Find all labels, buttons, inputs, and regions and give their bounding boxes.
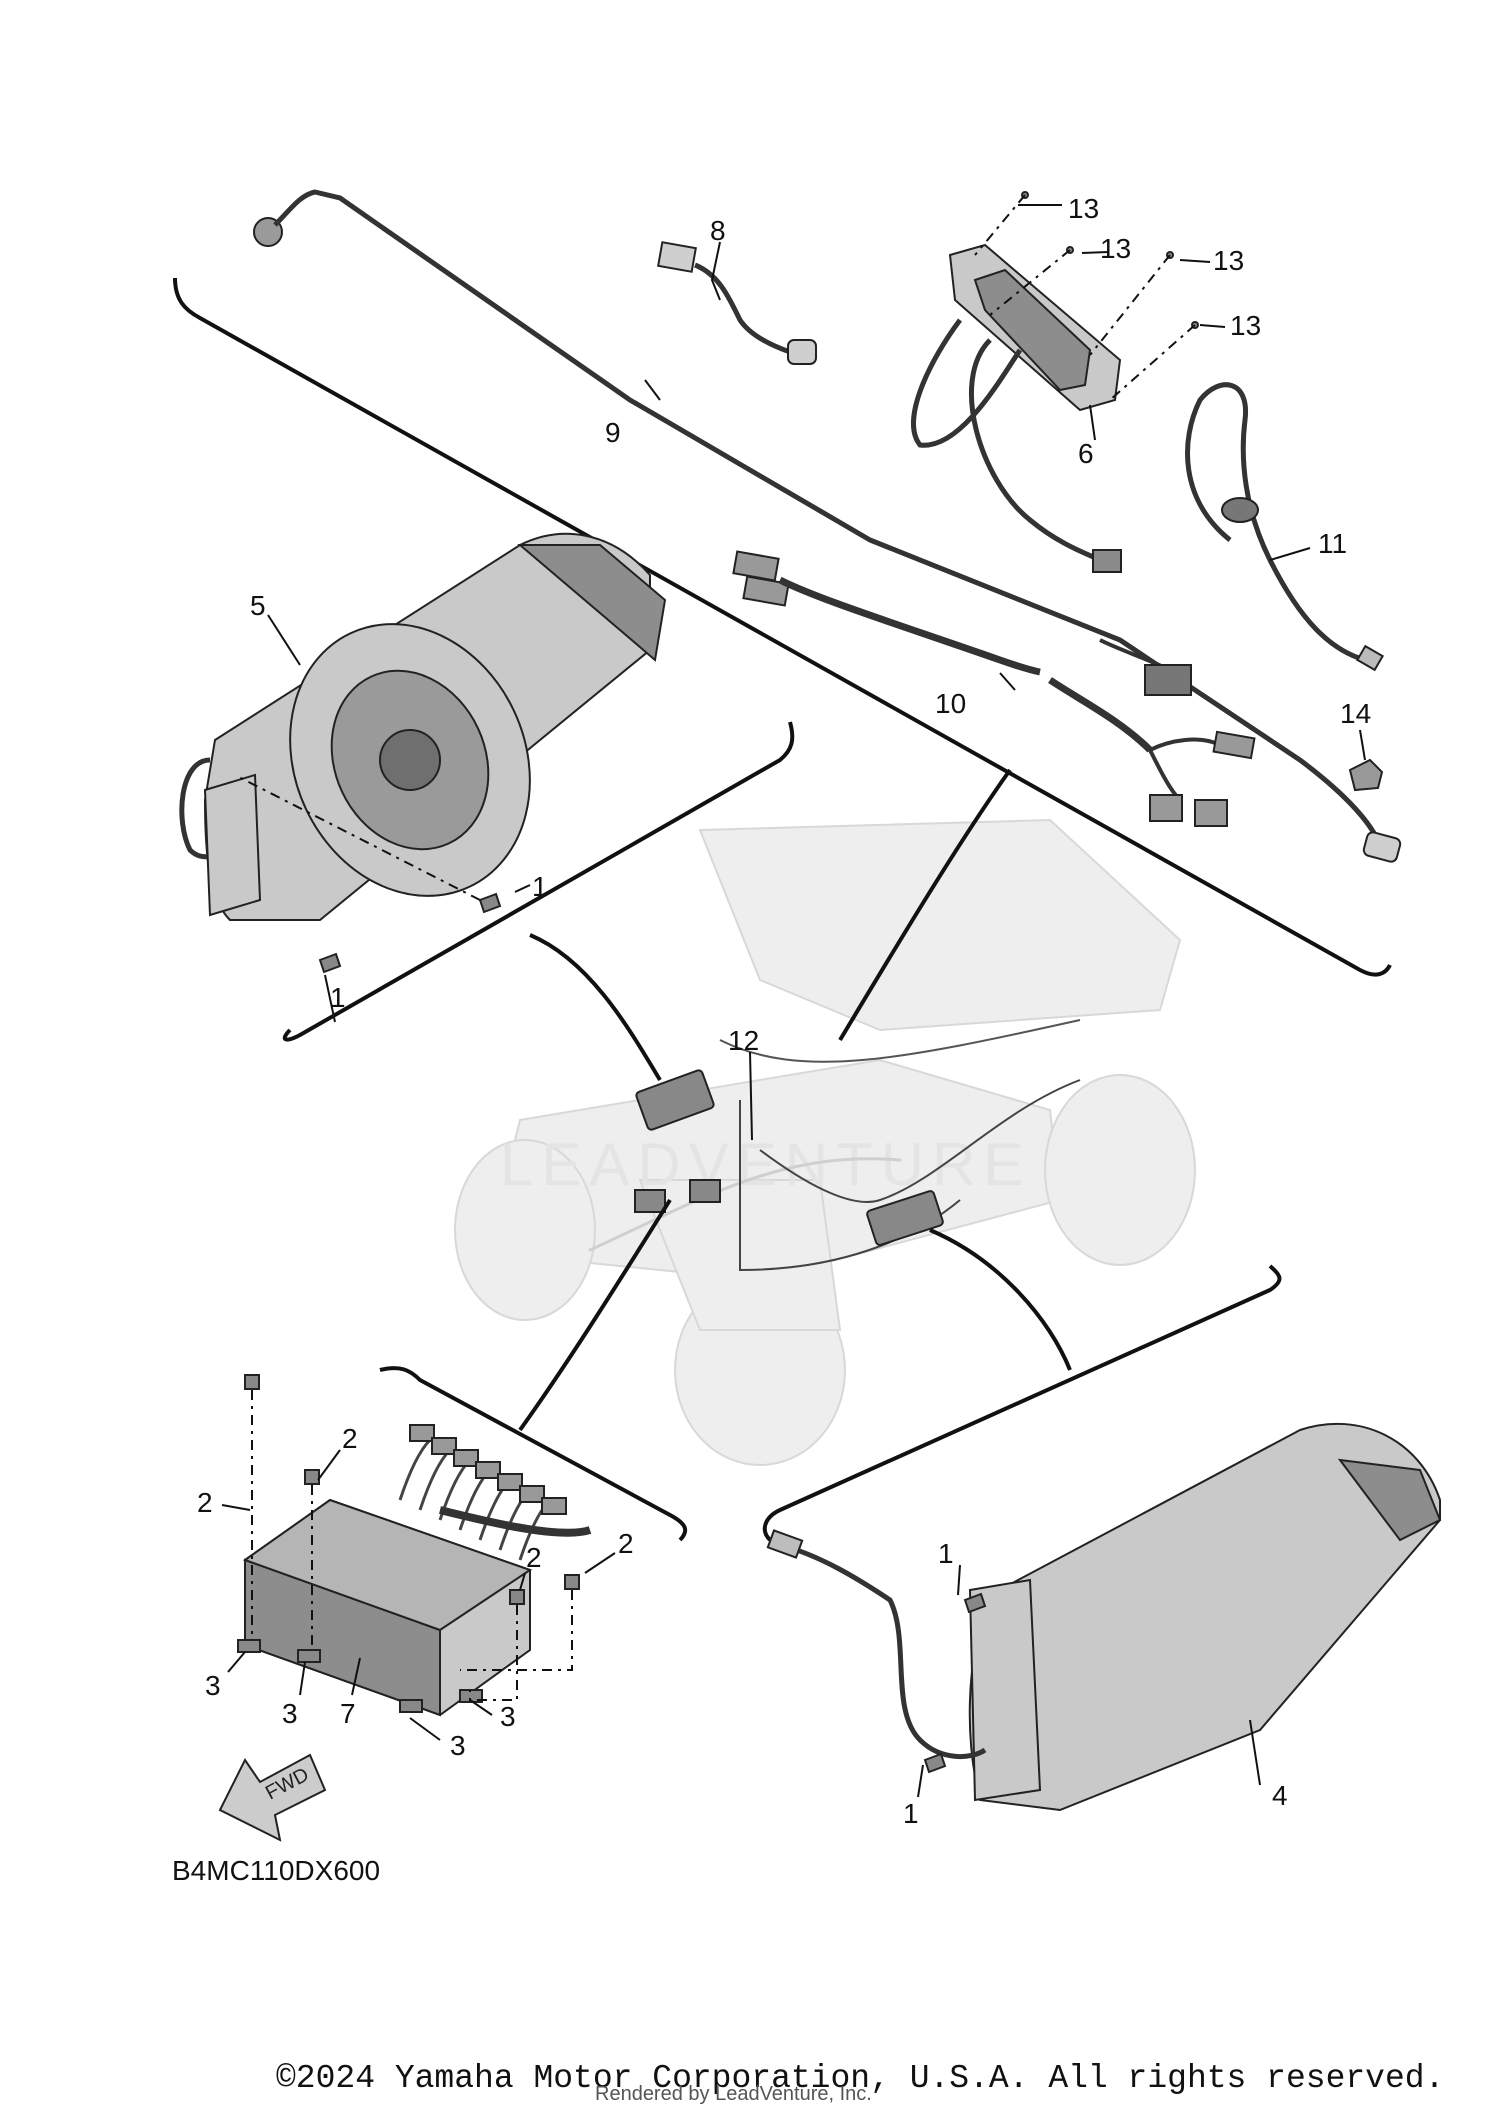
callout-2a: 2 <box>342 1423 358 1454</box>
callout-5: 5 <box>250 590 266 621</box>
callout-1b: 1 <box>330 982 346 1013</box>
callout-6: 6 <box>1078 438 1094 469</box>
callout-11: 11 <box>1318 528 1347 559</box>
callout-3a: 3 <box>205 1670 221 1701</box>
speaker-assembly-5 <box>179 532 667 921</box>
fasteners <box>237 191 1199 1774</box>
callout-1d: 1 <box>903 1798 919 1829</box>
callout-2d: 2 <box>526 1542 542 1573</box>
vehicle-outline: LEADVENTURE <box>454 818 1196 1466</box>
callout-13a: 13 <box>1068 193 1099 224</box>
callout-13d: 13 <box>1230 310 1261 341</box>
section-brackets <box>173 277 1392 1542</box>
control-panel-6 <box>911 243 1122 573</box>
harness-10 <box>732 550 1256 827</box>
callout-2c: 2 <box>618 1528 634 1559</box>
callout-13b: 13 <box>1100 233 1131 264</box>
callout-9: 9 <box>605 417 621 448</box>
harness-9 <box>253 189 1402 863</box>
callout-10: 10 <box>935 688 966 719</box>
callout-2b: 2 <box>197 1487 213 1518</box>
leader-lines <box>221 204 1366 1798</box>
callout-1a: 1 <box>532 871 548 902</box>
callout-4: 4 <box>1272 1780 1288 1811</box>
harness-11 <box>1185 382 1385 672</box>
render-credit: Rendered by LeadVenture, Inc. <box>595 2083 872 2105</box>
locator-lines <box>234 194 1196 1701</box>
connector-14 <box>1348 758 1384 792</box>
copyright-notice: ©2024 Yamaha Motor Corporation, U.S.A. A… <box>276 2060 1445 2097</box>
diagram-reference-code: B4MC110DX600 <box>172 1855 380 1886</box>
speaker-assembly-4 <box>766 1422 1442 1812</box>
callout-3c: 3 <box>500 1701 516 1732</box>
callout-3d: 3 <box>450 1730 466 1761</box>
callout-7: 7 <box>340 1698 356 1729</box>
harness-8 <box>657 241 817 365</box>
callout-8: 8 <box>710 215 726 246</box>
forward-arrow-icon: FWD <box>218 1753 327 1842</box>
callouts: 5 8 9 13 13 13 13 6 11 10 14 1 1 12 1 1 … <box>197 193 1371 1829</box>
callout-1c: 1 <box>938 1538 954 1569</box>
callout-13c: 13 <box>1213 245 1244 276</box>
callout-3b: 3 <box>282 1698 298 1729</box>
callout-12: 12 <box>728 1025 759 1056</box>
watermark: LEADVENTURE <box>500 1131 1031 1198</box>
callout-14: 14 <box>1340 698 1371 729</box>
